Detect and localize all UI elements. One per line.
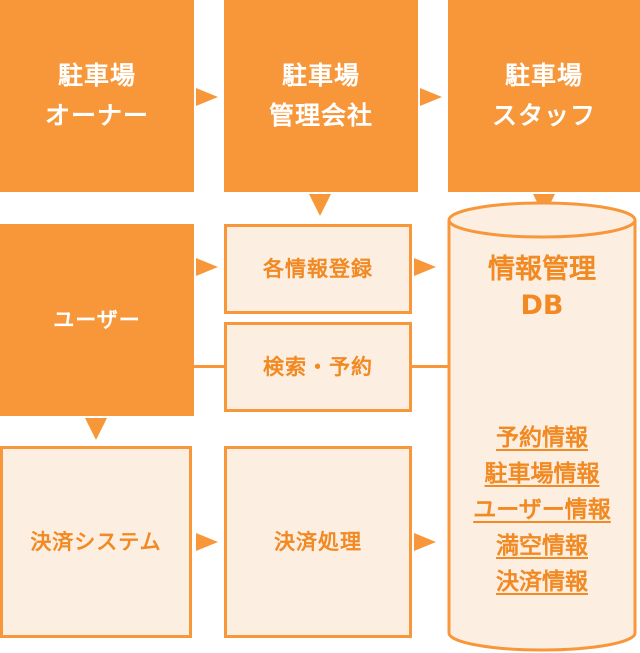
database-title-line1: 情報管理 — [488, 254, 596, 285]
parking-owner-label-line2: オーナー — [44, 101, 149, 130]
db-item-parking-info[interactable]: 駐車場情報 — [484, 461, 600, 487]
search-reserve-label: 検索・予約 — [263, 355, 373, 379]
arrow-owner-to-company — [196, 88, 218, 106]
user-node: ユーザー — [0, 224, 194, 416]
database-item-list: 予約情報 駐車場情報 ユーザー情報 満空情報 決済情報 — [449, 420, 635, 600]
arrow-register-to-db — [414, 258, 436, 276]
arrow-user-to-register — [196, 258, 218, 276]
parking-owner-node: 駐車場 オーナー — [0, 0, 194, 192]
parking-owner-label-line1: 駐車場 — [57, 61, 136, 90]
register-info-node: 各情報登録 — [224, 224, 412, 314]
parking-staff-label-line2: スタッフ — [491, 101, 596, 130]
database-title-line2: DB — [520, 290, 564, 321]
line-user-to-search — [194, 365, 224, 368]
db-item-availability-info[interactable]: 満空情報 — [496, 533, 588, 559]
parking-staff-node: 駐車場 スタッフ — [448, 0, 640, 192]
parking-management-company-node: 駐車場 管理会社 — [224, 0, 418, 192]
payment-system-label: 決済システム — [30, 530, 162, 554]
arrow-company-to-staff — [420, 88, 442, 106]
user-label: ユーザー — [53, 308, 141, 332]
line-search-to-db — [412, 365, 448, 368]
arrow-payment-system-to-process — [196, 533, 218, 551]
db-item-payment-info[interactable]: 決済情報 — [496, 569, 588, 595]
register-info-label: 各情報登録 — [263, 257, 373, 281]
arrow-payment-process-to-db — [414, 533, 436, 551]
arrow-user-to-payment-system — [85, 418, 107, 440]
payment-process-node: 決済処理 — [224, 446, 412, 638]
database-title: 情報管理 DB — [449, 252, 635, 324]
payment-system-node: 決済システム — [0, 446, 192, 638]
database-cylinder-icon — [447, 201, 637, 652]
arrow-company-to-register — [309, 194, 331, 216]
parking-staff-label-line1: 駐車場 — [504, 61, 583, 90]
management-company-label-line1: 駐車場 — [281, 61, 360, 90]
db-item-reservation-info[interactable]: 予約情報 — [496, 425, 588, 451]
payment-process-label: 決済処理 — [274, 530, 362, 554]
db-item-user-info[interactable]: ユーザー情報 — [473, 497, 611, 523]
management-company-label-line2: 管理会社 — [268, 101, 373, 130]
search-reserve-node: 検索・予約 — [224, 322, 412, 412]
